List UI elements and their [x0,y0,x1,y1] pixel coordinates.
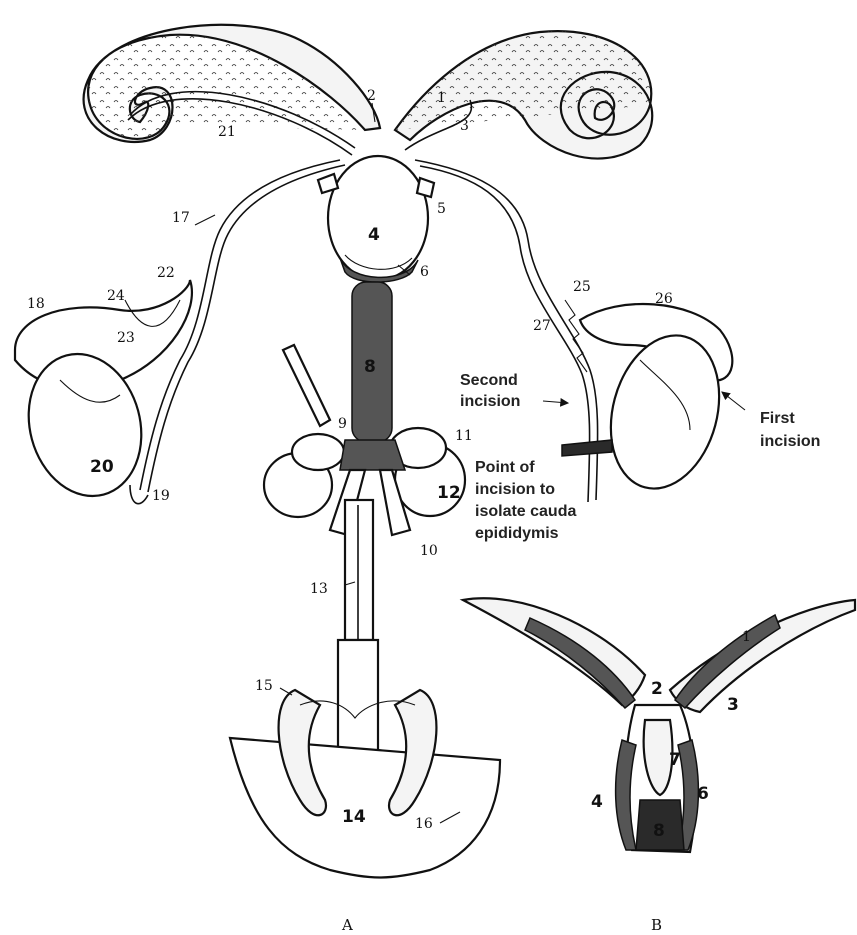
label-22: 22 [157,265,175,281]
panel-b-label-1: 1 [742,629,751,645]
label-14: 14 [342,807,366,827]
second-incision-arrow [543,401,568,403]
label-1: 1 [437,90,446,106]
first-incision-line1: First [760,410,795,427]
label-21: 21 [218,124,236,140]
first-incision-arrow [722,392,745,410]
second-incision-line1: Second [460,372,518,389]
urethral-bulb [340,440,405,470]
label-12: 12 [437,483,461,503]
panel-label-a: A [341,916,353,934]
label-5: 5 [437,201,446,217]
panel-b-label-3: 3 [727,695,739,715]
panel-b-label-8: 8 [653,821,665,841]
label-9: 9 [338,416,347,432]
label-25: 25 [573,279,591,295]
panel-b-label-6: 6 [697,784,709,804]
label-4: 4 [368,225,380,245]
point-incision-line1: Point of [475,459,535,476]
point-incision-line3: isolate cauda [475,503,576,520]
panel-label-b: B [651,916,662,934]
label-6: 6 [420,264,429,280]
label-11: 11 [455,428,473,444]
second-incision-line2: incision [460,393,520,410]
probe [283,345,330,426]
label-8: 8 [364,357,376,377]
label-26: 26 [655,291,673,307]
left-bulbourethral-gland-small [292,434,344,470]
panel-b-label-2: 2 [651,679,663,699]
label-20: 20 [90,457,114,477]
panel-b-label-4: 4 [591,792,603,812]
point-incision-line4: epididymis [475,525,559,542]
label-2: 2 [367,88,376,104]
label-13: 13 [310,581,328,597]
urinary-bladder [328,156,428,280]
left-cauda-epididymis [130,485,148,504]
label-27: 27 [533,318,551,334]
panel-b [463,598,855,852]
label-24: 24 [107,288,125,304]
label-16: 16 [415,816,433,832]
label-15: 15 [255,678,273,694]
point-incision-line2: incision to [475,481,555,498]
leader-17 [195,215,215,225]
label-19: 19 [152,488,170,504]
label-17: 17 [172,210,190,226]
panel-b-label-7: 7 [669,750,681,770]
first-incision-line2: incision [760,433,820,450]
label-23: 23 [117,330,135,346]
label-10: 10 [420,543,438,559]
penis-shaft [345,500,373,640]
second-incision-ligature [562,440,612,456]
label-18: 18 [27,296,45,312]
label-3: 3 [460,118,469,134]
right-ampulla [417,178,434,197]
